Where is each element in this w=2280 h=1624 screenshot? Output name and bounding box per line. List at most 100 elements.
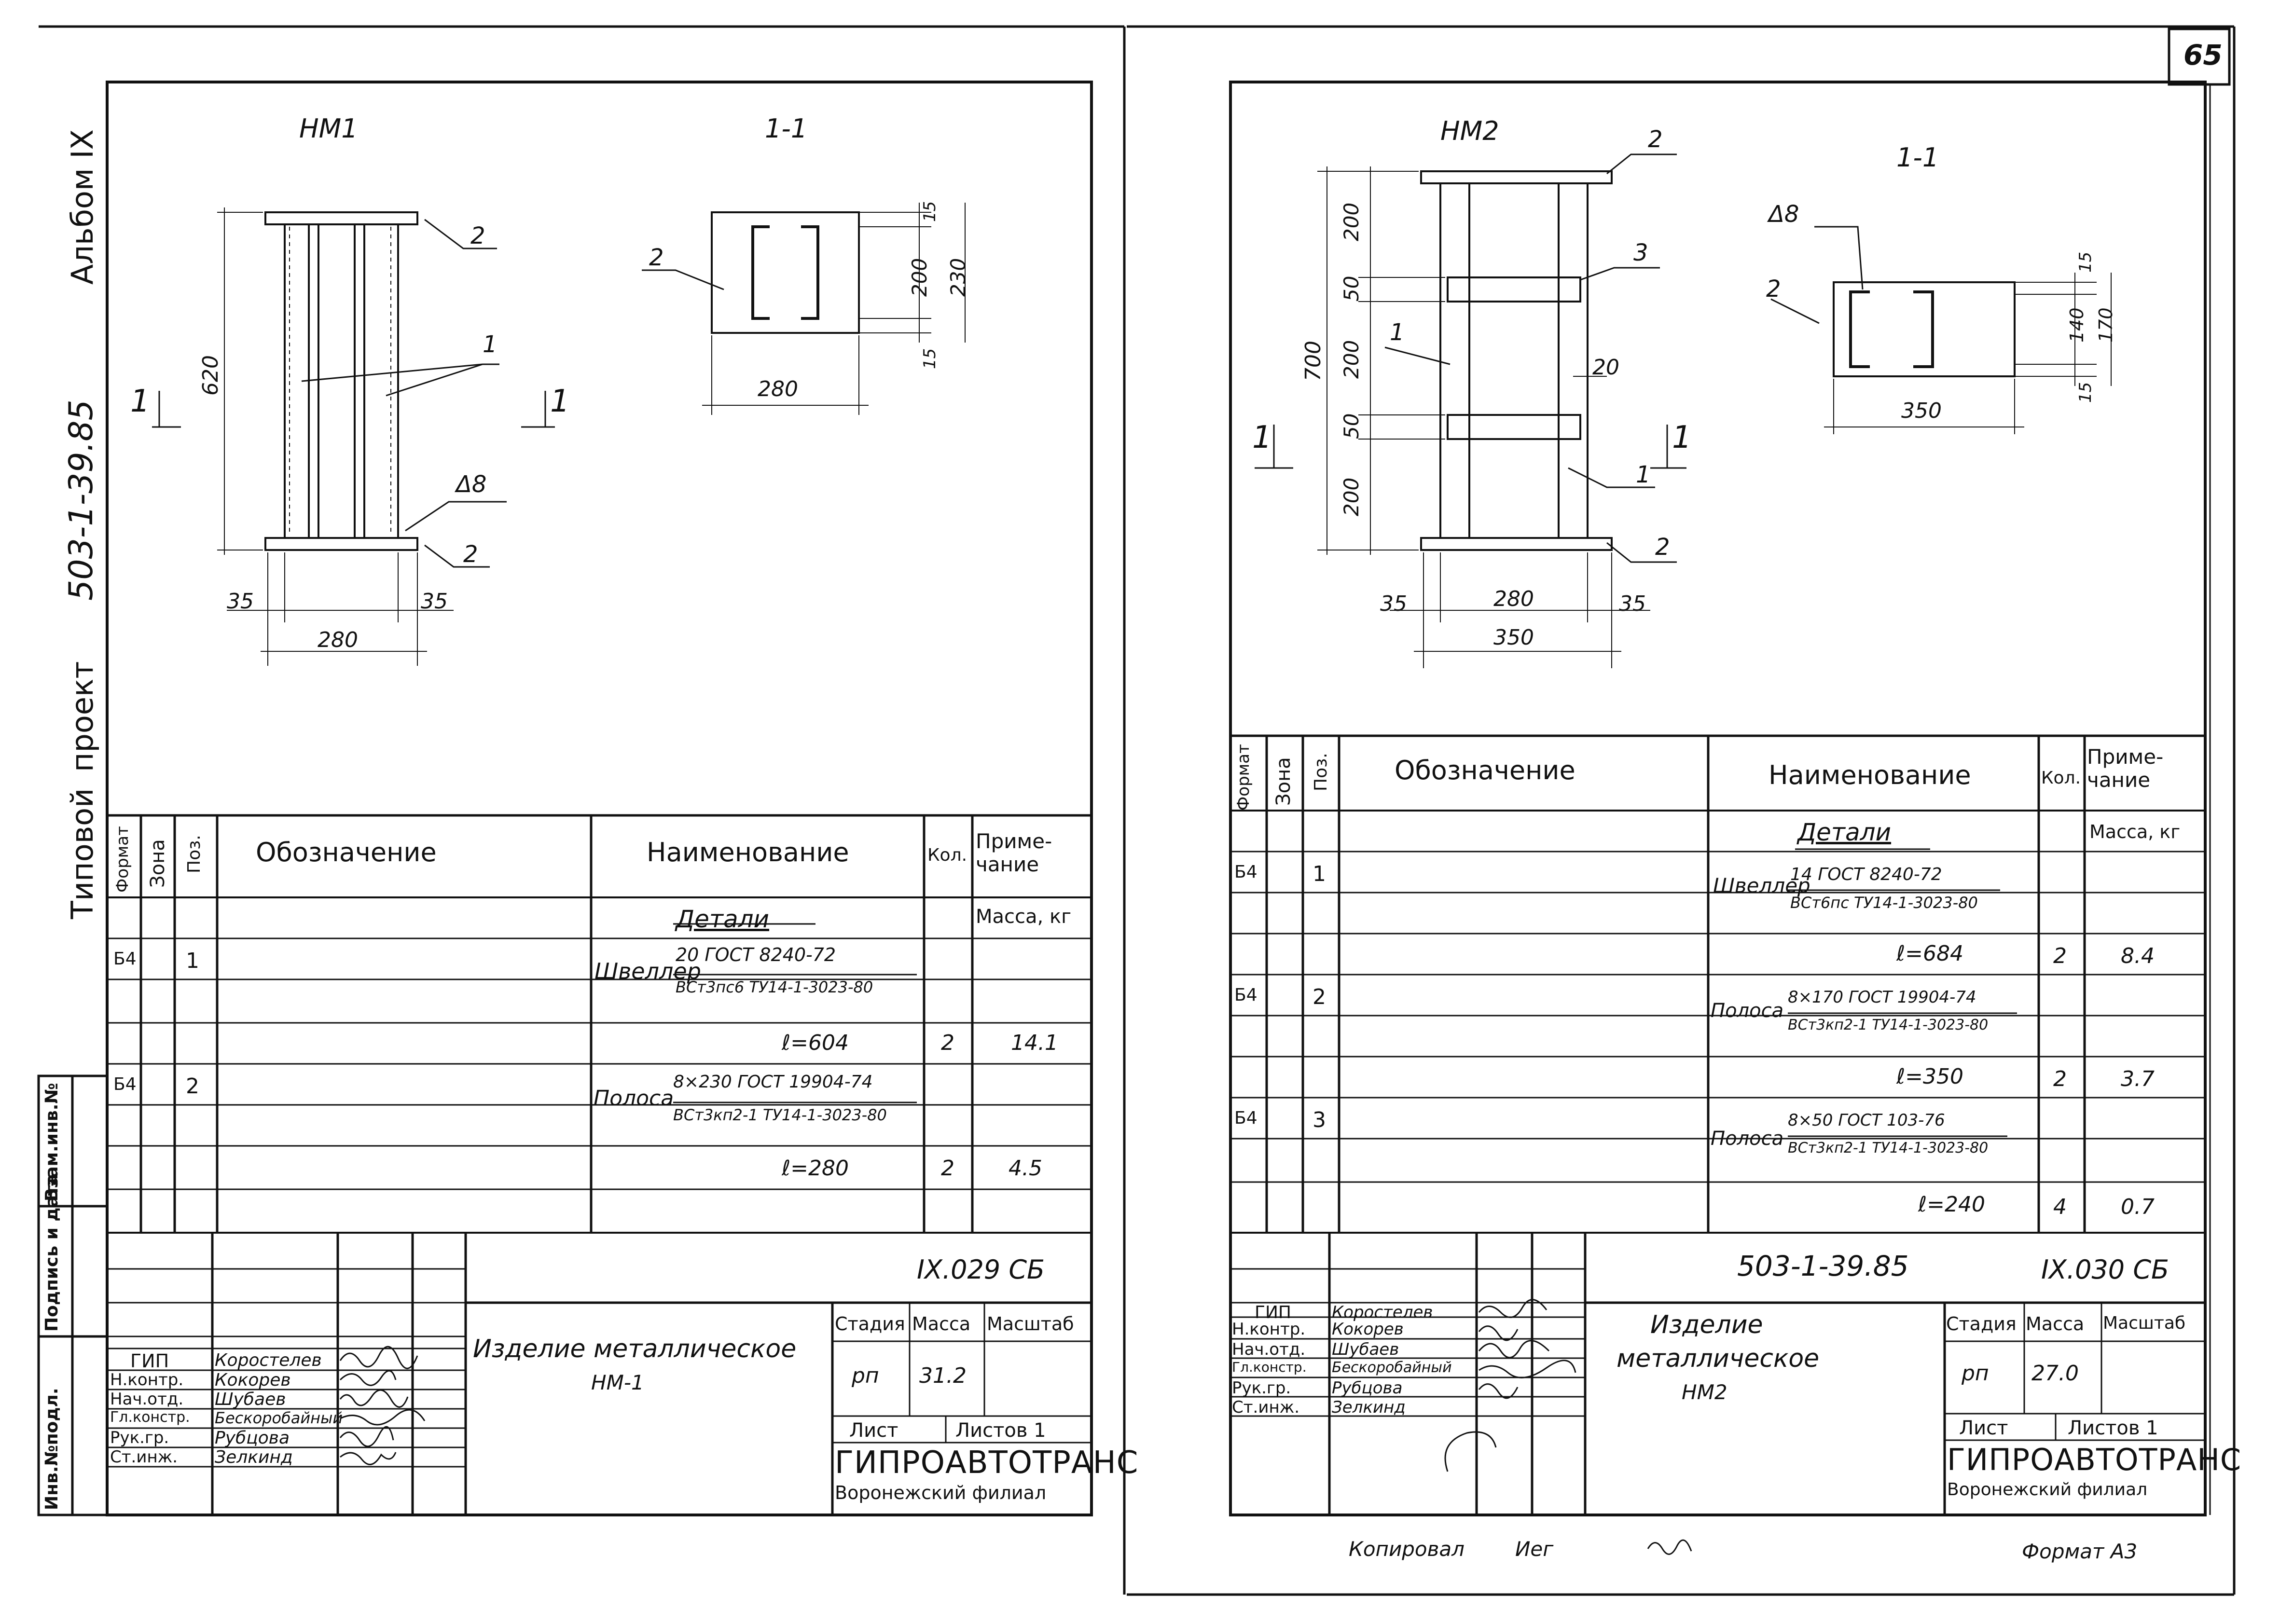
nm2-dim-350: 350 <box>1493 625 1534 650</box>
nm1-th-name: Наименование <box>647 837 849 867</box>
nm1-staff-name-6: Зелкинд <box>215 1447 293 1467</box>
fraction-lines <box>673 848 2017 1137</box>
nm2-dim-200a: 200 <box>1340 202 1363 241</box>
nm2-row1-mass: 8.4 <box>2121 944 2155 968</box>
nm1-staff-role-3: Нач.отд. <box>110 1390 184 1409</box>
nm2-callout-weld: Δ8 <box>1769 201 1799 228</box>
nm2-sec-dim-15a: 15 <box>2076 251 2095 273</box>
nm2-row1-qty: 2 <box>2053 944 2067 968</box>
nm2-row3-name: Полоса <box>1711 1128 1784 1150</box>
nm2-row3-std-bot: ВСт3кп2-1 ТУ14-1-3023-80 <box>1788 1140 1989 1156</box>
nm2-th-zone: Зона <box>1272 757 1295 806</box>
nm2-mass-header: Масса <box>2026 1313 2085 1335</box>
nm2-series: 503-1-39.85 <box>1737 1250 1909 1282</box>
side-typical: Типовой <box>65 788 100 919</box>
copied-by-signature: Иег <box>1515 1537 1554 1561</box>
nm1-doc-code: IX.029 СБ <box>917 1254 1045 1285</box>
nm1-row1-std-bot: ВСт3пс6 ТУ14-1-3023-80 <box>676 978 873 996</box>
nm2-row2-name: Полоса <box>1711 1000 1784 1022</box>
nm1-section-mark-right: 1 <box>550 384 570 419</box>
nm1-mass-header: Масса <box>912 1313 971 1335</box>
nm1-row1-pos: 1 <box>186 949 199 973</box>
nm1-row2-pos: 2 <box>186 1074 199 1099</box>
nm2-elevation <box>1255 153 1686 668</box>
nm2-staff-name-6: Зелкинд <box>1332 1398 1406 1417</box>
nm2-callout-2-top: 2 <box>1648 126 1663 153</box>
nm1-section-mark-left: 1 <box>130 384 150 419</box>
nm1-row2-std-top: 8×230 ГОСТ 19904-74 <box>673 1072 873 1092</box>
nm2-staff-name-1: Коростелев <box>1332 1303 1433 1322</box>
nm1-sheets: Листов 1 <box>955 1419 1046 1442</box>
nm2-org: ГИПРОАВТОТРАНС <box>1947 1442 2242 1477</box>
nm1-dim-35a: 35 <box>227 589 254 614</box>
nm1-callout-1: 1 <box>483 331 497 358</box>
nm2-th-name: Наименование <box>1769 760 1971 790</box>
nm2-dim-280: 280 <box>1493 587 1534 611</box>
nm2-row2-std-bot: ВСт3кп2-1 ТУ14-1-3023-80 <box>1788 1017 1989 1033</box>
nm1-row2-format: Б4 <box>113 1074 137 1094</box>
nm2-row3-qty: 4 <box>2053 1195 2067 1219</box>
nm2-dim-50b: 50 <box>1340 413 1363 439</box>
nm2-row1-length: ℓ=684 <box>1896 941 1964 966</box>
stamp-replace-label: Взам.инв.№ <box>42 1083 62 1201</box>
nm2-staff-name-2: Кокорев <box>1332 1320 1404 1339</box>
stamp-inv-label: Инв.№подл. <box>42 1388 62 1511</box>
nm2-dim-50a: 50 <box>1340 275 1363 302</box>
nm1-sec-dim-15a: 15 <box>920 201 940 222</box>
nm2-staff-role-3: Нач.отд. <box>1232 1340 1306 1359</box>
nm2-th-designation: Обозначение <box>1395 755 1575 785</box>
nm1-dim-35b: 35 <box>421 589 448 614</box>
nm1-staff-role-5: Рук.гр. <box>110 1428 169 1447</box>
page-number: 65 <box>2183 39 2223 71</box>
nm2-product-2: металлическое <box>1617 1344 1820 1373</box>
nm1-product-mark: НМ-1 <box>591 1371 644 1394</box>
nm2-th-pos: Поз. <box>1311 753 1331 791</box>
nm2-sec-dim-350: 350 <box>1901 399 1942 423</box>
nm2-callout-3: 3 <box>1633 239 1648 266</box>
nm1-staff-role-4: Гл.констр. <box>110 1409 190 1426</box>
nm1-staff-name-3: Шубаев <box>215 1390 286 1409</box>
nm2-row2-length: ℓ=350 <box>1896 1064 1964 1089</box>
nm2-sec-dim-170: 170 <box>2095 307 2116 343</box>
nm1-callout-weld: Δ8 <box>456 471 487 498</box>
nm2-row3-std-top: 8×50 ГОСТ 103-76 <box>1788 1111 1945 1130</box>
nm2-row2-pos: 2 <box>1313 985 1326 1009</box>
nm1-section-title: 1-1 <box>765 113 808 144</box>
nm2-row3-format: Б4 <box>1234 1108 1257 1128</box>
nm1-staff-name-1: Коростелев <box>215 1350 322 1370</box>
nm1-row2-std-bot: ВСт3кп2-1 ТУ14-1-3023-80 <box>673 1106 887 1124</box>
nm1-row1-length: ℓ=604 <box>782 1031 849 1055</box>
nm1-sheet: Лист <box>849 1419 898 1442</box>
nm1-th-qty: Кол. <box>927 845 967 865</box>
nm2-callout-2-bot: 2 <box>1655 534 1670 561</box>
nm2-mass-note: Масса, кг <box>2089 821 2181 842</box>
nm1-dim-620: 620 <box>198 355 223 396</box>
side-album: Альбом IX <box>65 129 100 285</box>
nm2-dim-35a: 35 <box>1380 592 1407 616</box>
nm1-row1-qty: 2 <box>941 1031 954 1055</box>
nm1-th-designation: Обозначение <box>256 837 437 867</box>
nm2-product-mark: НМ2 <box>1682 1380 1727 1404</box>
nm2-section-mark-right: 1 <box>1672 420 1692 455</box>
nm1-row2-qty: 2 <box>941 1156 954 1181</box>
nm2-dim-35b: 35 <box>1619 592 1646 616</box>
nm1-row2-mass: 4.5 <box>1009 1156 1042 1181</box>
nm2-row1-pos: 1 <box>1313 862 1326 886</box>
nm1-th-zone: Зона <box>147 839 169 888</box>
nm1-sec-dim-15b: 15 <box>920 348 940 369</box>
nm1-staff-role-6: Ст.инж. <box>110 1447 178 1467</box>
nm1-staff-name-2: Кокорев <box>215 1370 291 1390</box>
nm1-callout-2-top: 2 <box>470 222 485 249</box>
nm2-row2-qty: 2 <box>2053 1067 2067 1091</box>
nm2-staff-role-4: Гл.констр. <box>1232 1359 1307 1375</box>
nm2-row3-pos: 3 <box>1313 1108 1326 1132</box>
nm2-section-mark-left: 1 <box>1252 420 1272 455</box>
nm2-row1-name: Швеллер <box>1713 874 1810 897</box>
nm2-mass: 27.0 <box>2031 1361 2079 1386</box>
nm2-dim-200b: 200 <box>1340 340 1363 379</box>
nm1-th-format: Формат <box>113 826 132 893</box>
nm1-callout-2-bot: 2 <box>463 541 478 568</box>
nm2-staff-name-4: Бескоробайный <box>1332 1359 1452 1376</box>
nm2-row2-format: Б4 <box>1234 985 1257 1005</box>
nm2-dim-700: 700 <box>1301 341 1326 381</box>
